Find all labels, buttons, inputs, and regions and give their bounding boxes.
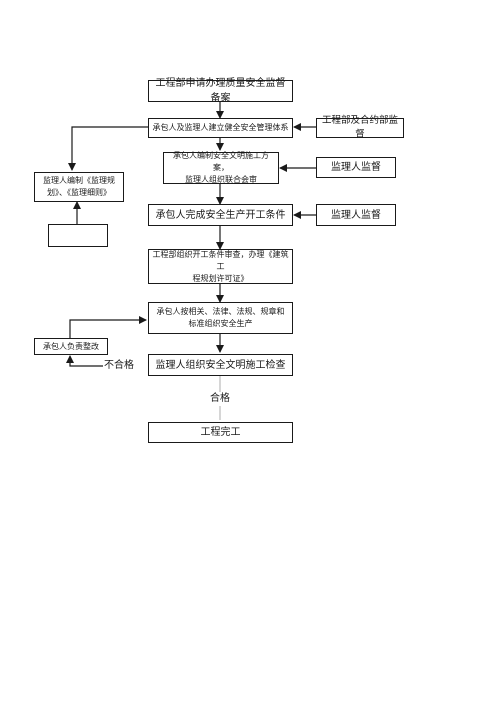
node-blank (48, 224, 108, 247)
node-project-completion: 工程完工 (148, 422, 293, 443)
node-supervisor-supervision-2: 监理人监督 (316, 204, 396, 226)
node-quality-safety-filing: 工程部申请办理质量安全监督备案 (148, 78, 293, 104)
node-safety-management-system: 承包人及监理人建立健全安全管理体系 (148, 118, 293, 138)
node-safety-start-conditions: 承包人完成安全生产开工条件 (148, 204, 293, 226)
node-safety-construction-plan: 承包人编制安全文明施工方案， 监理人组织联合会审 (163, 151, 279, 184)
node-contractor-rectification: 承包人负责整改 (34, 338, 108, 355)
arrow-n7-nL2 (66, 355, 103, 367)
node-engineering-contract-supervision: 工程部及合约部监督 (316, 115, 404, 140)
node-supervisor-supervision-1: 监理人监督 (316, 157, 396, 178)
node-organize-safe-production: 承包人按相关、法律、法规、规章和 标准组织安全生产 (148, 302, 293, 334)
arrow-nL2-n6 (69, 316, 147, 338)
node-start-condition-review: 工程部组织开工条件审查，办理《建筑工 程规划许可证》 (148, 249, 293, 284)
arrow-n2-nL1 (68, 126, 148, 171)
label-pass: 合格 (210, 393, 230, 404)
label-fail: 不合格 (104, 360, 134, 371)
node-safety-inspection: 监理人组织安全文明施工检查 (148, 354, 293, 376)
node-supervision-plan-rules: 监理人编制《监理规 划》、《监理细则》 (34, 172, 124, 202)
